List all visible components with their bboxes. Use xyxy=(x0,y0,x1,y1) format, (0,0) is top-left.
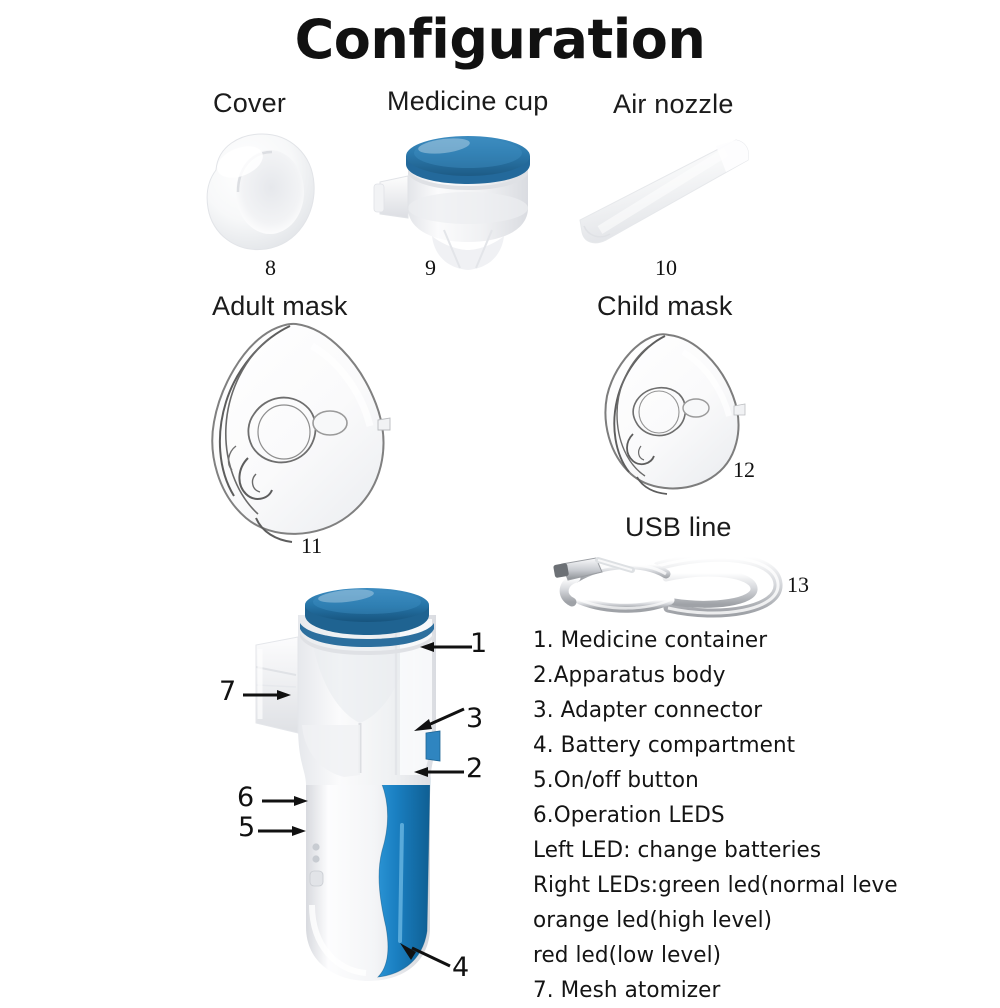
caption-adult-mask: Adult mask xyxy=(212,291,348,321)
callout-number-7: 7 xyxy=(219,676,237,707)
feature-list-item: orange led(high level) xyxy=(533,907,773,934)
callout-number-6: 6 xyxy=(237,782,255,813)
callout-arrow-7 xyxy=(243,690,291,700)
callout-arrow-1 xyxy=(420,642,472,652)
feature-list-item: 7. Mesh atomizer xyxy=(533,977,721,1004)
callout-number-2: 2 xyxy=(466,753,484,784)
callout-number-1: 1 xyxy=(470,628,488,659)
caption-air-nozzle: Air nozzle xyxy=(613,89,734,119)
partnum-child-mask: 12 xyxy=(733,457,755,482)
feature-list: 1. Medicine container 2.Apparatus body 3… xyxy=(533,622,1000,1007)
partnum-air-nozzle: 10 xyxy=(655,255,677,280)
partnum-adult-mask: 11 xyxy=(301,533,323,558)
product-air-nozzle xyxy=(576,134,756,254)
caption-child-mask: Child mask xyxy=(597,291,733,321)
feature-list-item: red led(low level) xyxy=(533,942,722,969)
product-cover xyxy=(198,132,320,252)
callout-number-3: 3 xyxy=(466,703,484,734)
caption-medicine-cup: Medicine cup xyxy=(387,86,549,116)
callout-arrow-6 xyxy=(262,796,308,806)
callout-number-4: 4 xyxy=(452,952,470,983)
feature-list-item: 2.Apparatus body xyxy=(533,662,726,689)
page-title: Configuration xyxy=(294,8,706,71)
product-adult-mask xyxy=(200,318,415,543)
feature-list-item: Left LED: change batteries xyxy=(533,837,822,864)
caption-usb-line: USB line xyxy=(625,512,732,542)
callout-arrow-5 xyxy=(258,826,306,836)
callout-arrow-2 xyxy=(414,767,464,777)
feature-list-item: 6.Operation LEDS xyxy=(533,802,725,829)
feature-list-item: 1. Medicine container xyxy=(533,627,768,654)
partnum-cover: 8 xyxy=(265,255,276,280)
product-child-mask xyxy=(595,330,760,495)
caption-cover: Cover xyxy=(213,88,287,118)
callout-arrow-4 xyxy=(400,943,451,968)
product-medicine-cup xyxy=(372,118,582,270)
feature-list-item: 3. Adapter connector xyxy=(533,697,763,724)
partnum-usb-line: 13 xyxy=(787,572,809,597)
feature-list-item: 5.On/off button xyxy=(533,767,699,794)
callout-number-5: 5 xyxy=(238,812,256,843)
feature-list-item: 4. Battery compartment xyxy=(533,732,796,759)
product-nebulizer-device xyxy=(250,575,470,985)
feature-list-item: Right LEDs:green led(normal leve xyxy=(533,872,898,899)
partnum-medicine-cup: 9 xyxy=(425,255,436,280)
callout-arrow-3 xyxy=(414,707,465,731)
product-usb-line xyxy=(540,548,785,626)
